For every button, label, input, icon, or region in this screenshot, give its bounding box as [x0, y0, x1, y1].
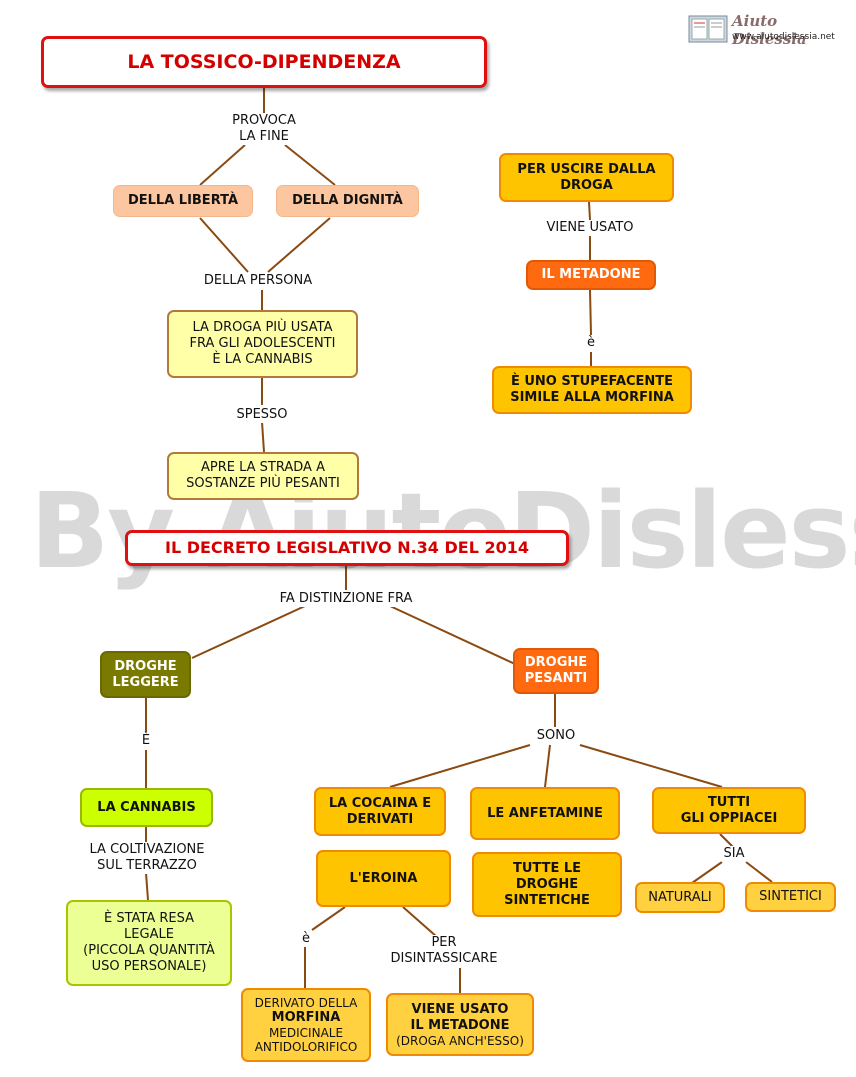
node-eroina: L'EROINA — [316, 850, 451, 907]
link-e-eroina: è — [300, 931, 312, 947]
logo-name: Aiuto Dislessia — [732, 12, 807, 48]
node-naturali: NATURALI — [635, 882, 725, 913]
node-dignita: DELLA DIGNITÀ — [276, 185, 419, 217]
link-viene-usato: VIENE USATO — [544, 220, 636, 236]
node-liberta: DELLA LIBERTÀ — [113, 185, 253, 217]
node-tossico-dipendenza: LA TOSSICO-DIPENDENZA — [41, 36, 487, 88]
link-persona: DELLA PERSONA — [201, 273, 315, 289]
node-cannabis: LA CANNABIS — [80, 788, 213, 827]
node-droghe-leggere: DROGHE LEGGERE — [100, 651, 191, 698]
link-coltivazione: LA COLTIVAZIONE SUL TERRAZZO — [87, 842, 207, 874]
node-cocaina: LA COCAINA E DERIVATI — [314, 787, 446, 836]
node-oppiacei: TUTTI GLI OPPIACEI — [652, 787, 806, 834]
link-sia: SIA — [721, 846, 747, 862]
link-e-metadone: è — [585, 335, 597, 351]
node-droghe-sintetiche: TUTTE LE DROGHE SINTETICHE — [472, 852, 622, 917]
link-distinzione: FA DISTINZIONE FRA — [277, 591, 415, 607]
link-disintassicare: PER DISINTASSICARE — [388, 935, 500, 967]
node-anfetamine: LE ANFETAMINE — [470, 787, 620, 840]
node-metadone: IL METADONE — [526, 260, 656, 290]
node-decreto: IL DECRETO LEGISLATIVO N.34 DEL 2014 — [125, 530, 569, 566]
link-sono: SONO — [534, 728, 578, 744]
node-droga-usata: LA DROGA PIÙ USATA FRA GLI ADOLESCENTI È… — [167, 310, 358, 378]
link-spesso: SPESSO — [234, 407, 290, 423]
link-provoca: PROVOCA LA FINE — [230, 113, 298, 145]
node-uscire-droga: PER USCIRE DALLA DROGA — [499, 153, 674, 202]
node-viene-usato-metadone: VIENE USATO IL METADONE (DROGA ANCH'ESSO… — [386, 993, 534, 1056]
node-sintetici: SINTETICI — [745, 882, 836, 912]
node-apre-strada: APRE LA STRADA A SOSTANZE PIÙ PESANTI — [167, 452, 359, 500]
link-e-leggere: È — [139, 733, 153, 749]
logo-url: www.aiutodislessia.net — [732, 32, 835, 42]
node-derivato-morfina: DERIVATO DELLA MORFINA MEDICINALE ANTIDO… — [241, 988, 371, 1062]
node-stupefacente: È UNO STUPEFACENTE SIMILE ALLA MORFINA — [492, 366, 692, 414]
node-droghe-pesanti: DROGHE PESANTI — [513, 648, 599, 694]
site-logo: Aiuto Dislessia www.aiutodislessia.net — [688, 12, 840, 48]
node-resa-legale: È STATA RESA LEGALE (PICCOLA QUANTITÀ US… — [66, 900, 232, 986]
book-icon — [688, 15, 728, 43]
